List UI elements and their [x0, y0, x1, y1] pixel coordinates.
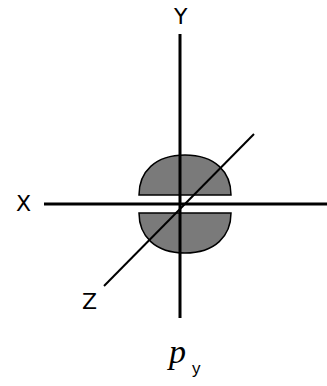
y-axis	[179, 34, 182, 318]
caption-subscript: y	[192, 360, 201, 377]
axis-label: Z	[82, 291, 97, 313]
lower-lobe	[139, 213, 231, 253]
caption: p	[169, 335, 186, 369]
axis-label: Y	[174, 6, 187, 28]
upper-lobe	[139, 155, 231, 195]
axis-label: X	[16, 193, 31, 215]
z-axis	[104, 134, 254, 286]
